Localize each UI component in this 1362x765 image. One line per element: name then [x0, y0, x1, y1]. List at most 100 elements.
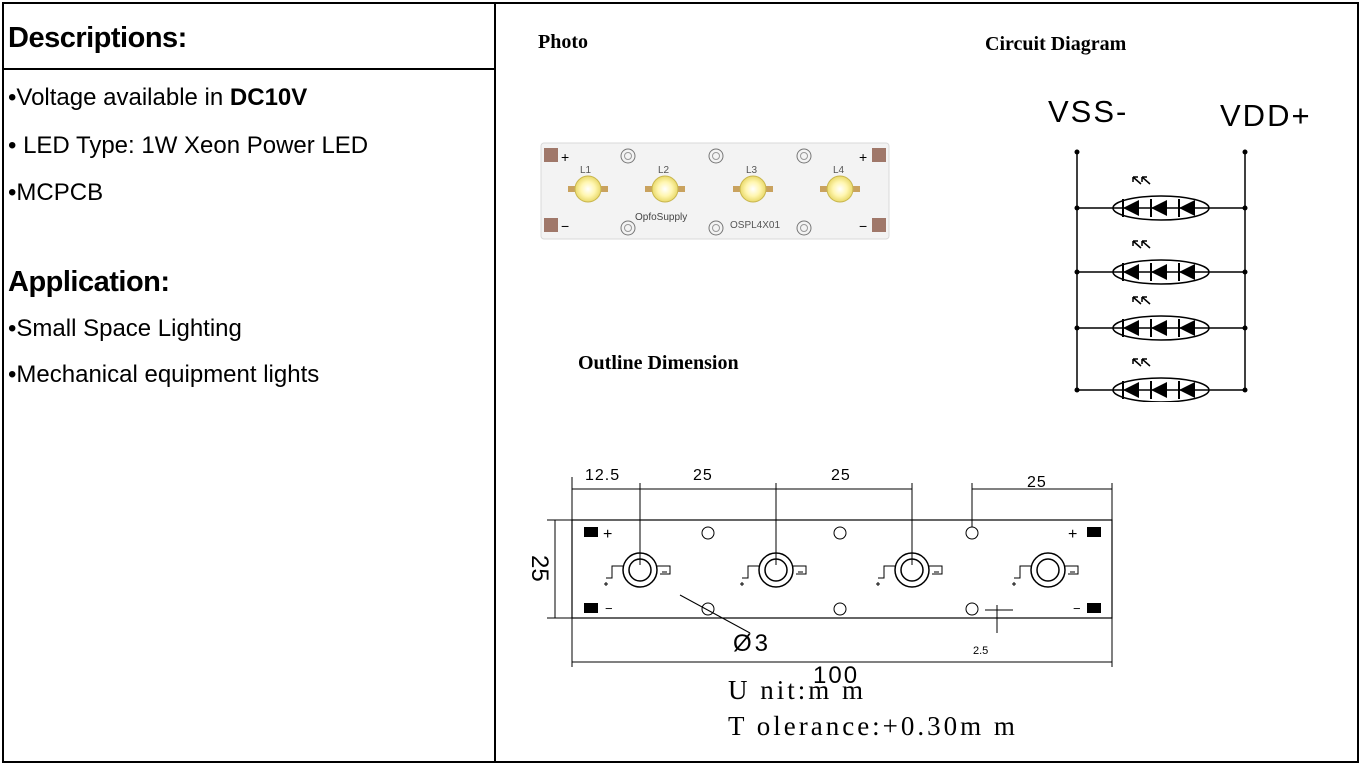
outline-dimension-drawing: 12.5 25 25 25 25 100 Ø3 2.5 + − + −	[526, 467, 1113, 689]
hole-leader-line	[679, 594, 751, 634]
led-lead	[657, 565, 671, 575]
photo-title: Photo	[538, 31, 588, 53]
vss-label: VSS-	[1048, 94, 1128, 129]
led-string	[1074, 176, 1248, 221]
led-footprint-icon	[1012, 552, 1079, 588]
board-outline	[571, 519, 1113, 619]
light-arrow-icon	[1141, 240, 1151, 249]
pad-icon	[584, 527, 598, 537]
led-label: L1	[580, 165, 592, 176]
voltage-prefix: •Voltage available in	[8, 84, 230, 111]
led-board-photo: + − + − L1 L2 L3 L4 OpfoSupply OSPL4X01	[540, 142, 890, 240]
diode-icon	[1151, 320, 1167, 336]
led-icon	[645, 175, 685, 203]
mcpcb-item: •MCPCB	[8, 179, 104, 206]
mounting-hole-icon	[708, 148, 724, 164]
application-title: Application:	[8, 266, 170, 298]
terminal-dot	[1242, 149, 1248, 155]
junction-dot	[1074, 387, 1080, 393]
led-footprint-icon	[876, 552, 943, 588]
column-divider	[494, 2, 496, 763]
voltage-value: DC10V	[229, 84, 308, 111]
led-inner-ring	[900, 558, 924, 582]
pad-icon	[584, 603, 598, 613]
led-type-item: • LED Type: 1W Xeon Power LED	[8, 132, 369, 159]
led-lead	[793, 565, 807, 575]
pcb-board	[540, 142, 890, 240]
light-arrow-icon	[1141, 358, 1151, 367]
led-inner-ring	[764, 558, 788, 582]
light-arrow-icon	[1132, 358, 1142, 367]
polarity-label: −	[1073, 601, 1081, 616]
diode-icon	[1123, 264, 1139, 280]
led-icon	[820, 175, 860, 203]
pad-icon	[1087, 603, 1101, 613]
mounting-hole-icon	[833, 526, 847, 540]
led-string	[1074, 296, 1248, 341]
led-outer-ring	[758, 552, 794, 588]
led-lead	[929, 565, 943, 575]
diode-icon	[1179, 200, 1195, 216]
junction-dot	[1242, 269, 1248, 275]
mounting-hole-icon	[708, 220, 724, 236]
diode-icon	[1123, 200, 1139, 216]
pad-icon	[1087, 527, 1101, 537]
led-string	[1074, 240, 1248, 285]
junction-dot	[1074, 269, 1080, 275]
photo-plus-label: +	[561, 149, 569, 165]
led-inner-ring	[628, 558, 652, 582]
led-lead	[878, 565, 895, 579]
led-icon	[568, 175, 608, 203]
light-arrow-icon	[1141, 296, 1151, 305]
descriptions-divider	[2, 68, 495, 70]
led-footprint-icon	[740, 552, 807, 588]
pad-icon	[872, 148, 886, 162]
edge-label: 2.5	[973, 645, 988, 657]
polarity-label: +	[603, 526, 612, 543]
mounting-hole-icon	[796, 220, 812, 236]
junction-dot	[1074, 205, 1080, 211]
led-label: L3	[746, 165, 758, 176]
led-label: L4	[833, 165, 845, 176]
vdd-label: VDD+	[1220, 98, 1312, 133]
height-label: 25	[526, 555, 553, 582]
led-lead	[1065, 565, 1079, 575]
pad-icon	[872, 218, 886, 232]
led-lead	[742, 565, 759, 579]
photo-minus-label: −	[859, 218, 867, 234]
hole-diameter-label: Ø3	[733, 630, 771, 657]
led-lead	[1014, 565, 1031, 579]
led-label: L2	[658, 165, 670, 176]
mounting-hole-icon	[620, 220, 636, 236]
circuit-diagram: VSS- VDD+	[1048, 94, 1312, 402]
diode-icon	[1123, 320, 1139, 336]
mounting-hole-icon	[701, 602, 715, 616]
mounting-hole-icon	[833, 602, 847, 616]
application-item: •Mechanical equipment lights	[8, 361, 320, 388]
photo-minus-label: −	[561, 218, 569, 234]
polarity-label: +	[1068, 526, 1077, 543]
voltage-item: •Voltage available in DC10V	[8, 84, 307, 112]
led-outer-ring	[1030, 552, 1066, 588]
pad-icon	[544, 148, 558, 162]
led-string	[1074, 358, 1248, 402]
led-outer-ring	[894, 552, 930, 588]
led-icon	[733, 175, 773, 203]
light-arrow-icon	[1132, 240, 1142, 249]
junction-dot	[1242, 325, 1248, 331]
led-outer-ring	[622, 552, 658, 588]
diode-icon	[1151, 382, 1167, 398]
photo-plus-label: +	[859, 149, 867, 165]
length-label: 100	[813, 662, 859, 689]
junction-dot	[1242, 205, 1248, 211]
mounting-hole-icon	[701, 526, 715, 540]
dimension-label: 25	[831, 467, 851, 484]
outline-dimension-title: Outline Dimension	[578, 352, 739, 374]
led-inner-ring	[1036, 558, 1060, 582]
model-label: OSPL4X01	[730, 220, 780, 231]
unit-note: U nit:m m	[728, 675, 867, 705]
led-lead	[606, 565, 623, 579]
circuit-diagram-title: Circuit Diagram	[985, 33, 1127, 55]
junction-dot	[1242, 387, 1248, 393]
dimension-label: 12.5	[585, 467, 620, 484]
